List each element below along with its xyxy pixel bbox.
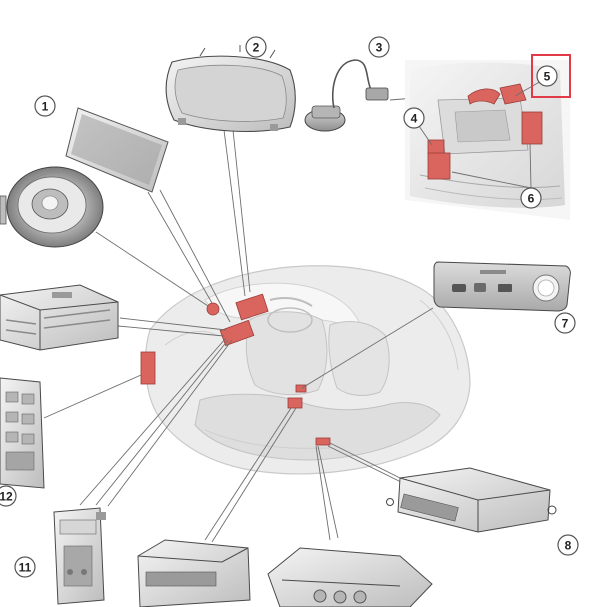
bottom-module-right — [267, 547, 433, 607]
leader-lines — [43, 92, 479, 543]
connector-module — [53, 507, 106, 605]
fuse-box — [0, 377, 45, 489]
callout-1-label: 1 — [42, 100, 49, 114]
callout-7-label: 7 — [562, 317, 569, 331]
callout-8-label: 8 — [565, 539, 572, 553]
callout-7: 7 — [554, 312, 576, 334]
callout-2: 2 — [245, 36, 267, 58]
callout-12: 12 — [0, 485, 17, 507]
instrument-cluster — [165, 45, 296, 133]
bottom-module-left — [137, 539, 251, 607]
cable-module — [304, 59, 389, 132]
callout-3-label: 3 — [376, 41, 383, 55]
vehicle-ghost — [144, 265, 471, 475]
usb-switch-panel — [433, 261, 571, 312]
callout-6: 6 — [520, 187, 542, 209]
callout-11-label: 11 — [19, 561, 32, 575]
callout-12-label: 12 — [0, 490, 13, 504]
highlight-box — [531, 54, 571, 98]
control-module-8 — [386, 467, 557, 533]
speaker — [6, 166, 104, 248]
callout-1: 1 — [34, 95, 56, 117]
left-module — [0, 284, 119, 351]
callout-5-label: 5 — [544, 70, 551, 84]
callout-4-label: 4 — [411, 112, 418, 126]
callout-5: 5 — [536, 65, 558, 87]
overhead-console-inset — [405, 60, 570, 220]
callout-8: 8 — [557, 534, 579, 556]
small-bracket — [0, 195, 7, 225]
display-panel — [65, 107, 169, 193]
vehicle-highlight-modules — [140, 293, 331, 446]
callout-11: 11 — [14, 556, 36, 578]
callout-4: 4 — [403, 107, 425, 129]
callout-3: 3 — [368, 36, 390, 58]
callout-2-label: 2 — [253, 41, 260, 55]
callout-6-label: 6 — [528, 192, 535, 206]
